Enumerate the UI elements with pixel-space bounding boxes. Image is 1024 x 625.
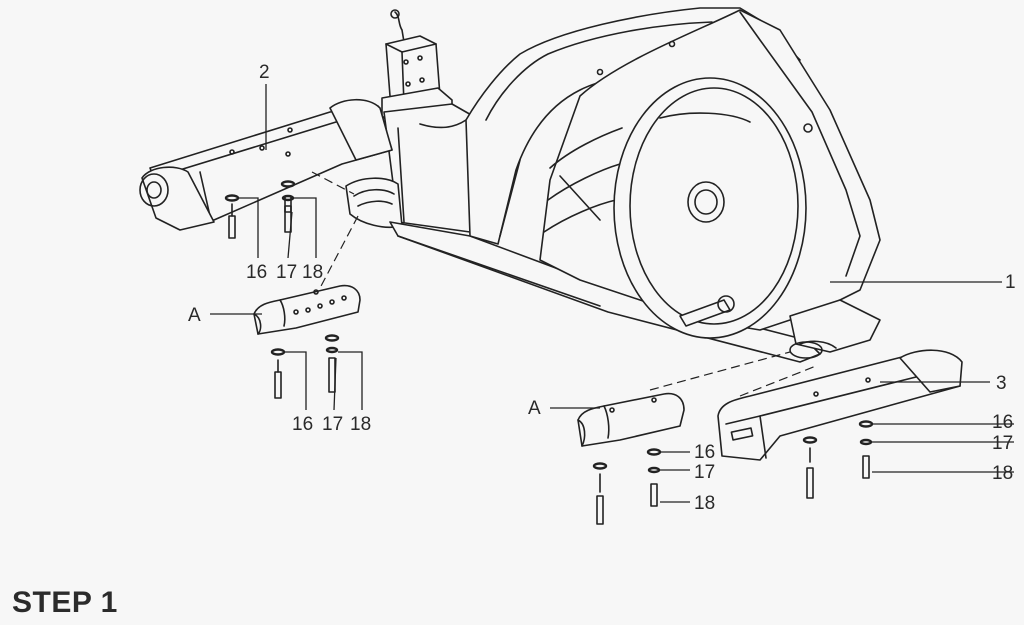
rear-stabilizer: [717, 349, 1014, 499]
rear-bolt-label: 18: [992, 463, 1013, 484]
callout-cover-a-left: A: [188, 305, 201, 326]
alignment-line: [311, 171, 355, 195]
alignment-line: [319, 215, 359, 289]
cover-right-bolt-label: 18: [694, 493, 715, 514]
callout-frame: 1: [1005, 272, 1016, 293]
step-title: STEP 1: [12, 586, 118, 619]
cover-a-right: [577, 392, 690, 525]
front-bolt-label: 18: [302, 262, 323, 283]
cover-a-left: [253, 284, 363, 411]
front-stabilizer: [139, 98, 393, 231]
cover-right-spring-washer-label: 17: [694, 462, 715, 483]
callout-cover-a-right: A: [528, 398, 541, 419]
alignment-line: [649, 351, 791, 391]
cover-right-washer-label: 16: [694, 442, 715, 463]
callout-rear-stabilizer: 3: [996, 373, 1007, 394]
cover-left-bolt-label: 18: [350, 414, 371, 435]
cover-left-washer-label: 16: [292, 414, 313, 435]
front-hardware: [224, 180, 317, 259]
front-washer-label: 16: [246, 262, 267, 283]
rear-washer-label: 16: [992, 412, 1013, 433]
callout-front-stabilizer: 2: [259, 62, 270, 83]
main-frame: [345, 7, 881, 363]
front-spring-washer-label: 17: [276, 262, 297, 283]
rear-spring-washer-label: 17: [992, 433, 1013, 454]
cover-left-spring-washer-label: 17: [322, 414, 343, 435]
